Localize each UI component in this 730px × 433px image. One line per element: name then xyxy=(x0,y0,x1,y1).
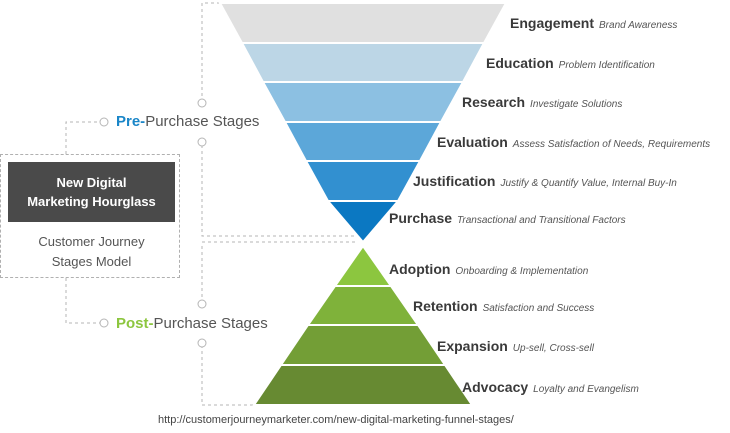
stage-expansion: Expansion Up-sell, Cross-sell xyxy=(437,339,594,355)
pre-rest-text: Purchase Stages xyxy=(145,113,260,130)
model-subtitle-line2: Stages Model xyxy=(51,254,132,269)
funnel-layer-research xyxy=(261,81,465,123)
stage-adoption: Adoption Onboarding & Implementation xyxy=(389,262,588,278)
model-box xyxy=(0,154,180,278)
pre-accent-text: Pre- xyxy=(116,113,146,130)
stage-retention: Retention Satisfaction and Success xyxy=(413,299,594,315)
model-title-line1: New Digital xyxy=(56,175,127,190)
model-subtitle: Customer Journey Stages Model xyxy=(8,232,175,272)
stage-desc: Transactional and Transitional Factors xyxy=(457,215,626,226)
stage-desc: Satisfaction and Success xyxy=(482,303,595,314)
connector-nodes xyxy=(99,98,207,348)
stage-name: Education xyxy=(486,55,554,71)
stage-name: Research xyxy=(462,94,526,110)
stage-desc: Brand Awareness xyxy=(599,20,678,31)
stage-name: Adoption xyxy=(389,261,451,277)
post-purchase-pyramid xyxy=(252,244,474,406)
stage-evaluation: Evaluation Assess Satisfaction of Needs, … xyxy=(437,135,710,151)
stage-desc: Problem Identification xyxy=(558,60,655,71)
pre-purchase-funnel xyxy=(218,1,508,244)
funnel-layer-justification xyxy=(304,160,422,202)
stage-desc: Up-sell, Cross-sell xyxy=(512,343,594,354)
stage-desc: Investigate Solutions xyxy=(530,99,623,110)
stage-name: Evaluation xyxy=(437,134,508,150)
stage-justification: Justification Justify & Quantify Value, I… xyxy=(413,174,677,190)
post-accent-text: Post- xyxy=(116,315,154,332)
pyramid-layer-advocacy xyxy=(252,364,474,406)
model-title-line2: Marketing Hourglass xyxy=(27,194,156,209)
stage-name: Engagement xyxy=(510,15,595,31)
funnel-layer-purchase xyxy=(325,200,401,244)
funnel-layer-evaluation xyxy=(283,121,443,162)
stage-name: Purchase xyxy=(389,210,453,226)
connector-lines xyxy=(65,2,358,406)
post-purchase-label: Post-Purchase Stages xyxy=(116,316,268,331)
stage-desc: Loyalty and Evangelism xyxy=(533,384,639,395)
stage-name: Retention xyxy=(413,298,478,314)
stage-research: Research Investigate Solutions xyxy=(462,95,622,111)
stage-name: Justification xyxy=(413,173,496,189)
post-rest-text: Purchase Stages xyxy=(153,315,268,332)
pyramid-layer-expansion xyxy=(279,324,447,366)
stage-name: Advocacy xyxy=(462,379,529,395)
stage-advocacy: Advocacy Loyalty and Evangelism xyxy=(462,380,639,396)
pre-purchase-label: Pre-Purchase Stages xyxy=(116,114,259,129)
model-subtitle-line1: Customer Journey xyxy=(38,234,145,249)
source-url: http://customerjourneymarketer.com/new-d… xyxy=(158,414,514,426)
model-title: New Digital Marketing Hourglass xyxy=(8,162,175,222)
pyramid-layer-adoption xyxy=(333,244,393,287)
funnel-layer-engagement xyxy=(218,1,508,44)
stage-desc: Assess Satisfaction of Needs, Requiremen… xyxy=(512,139,711,150)
stage-engagement: Engagement Brand Awareness xyxy=(510,16,677,32)
pyramid-layer-retention xyxy=(306,285,420,326)
stage-desc: Justify & Quantify Value, Internal Buy-I… xyxy=(500,178,677,189)
stage-purchase: Purchase Transactional and Transitional F… xyxy=(389,211,626,227)
funnel-layer-education xyxy=(240,42,486,83)
stage-education: Education Problem Identification xyxy=(486,56,655,72)
stage-desc: Onboarding & Implementation xyxy=(455,266,589,277)
stage-name: Expansion xyxy=(437,338,508,354)
